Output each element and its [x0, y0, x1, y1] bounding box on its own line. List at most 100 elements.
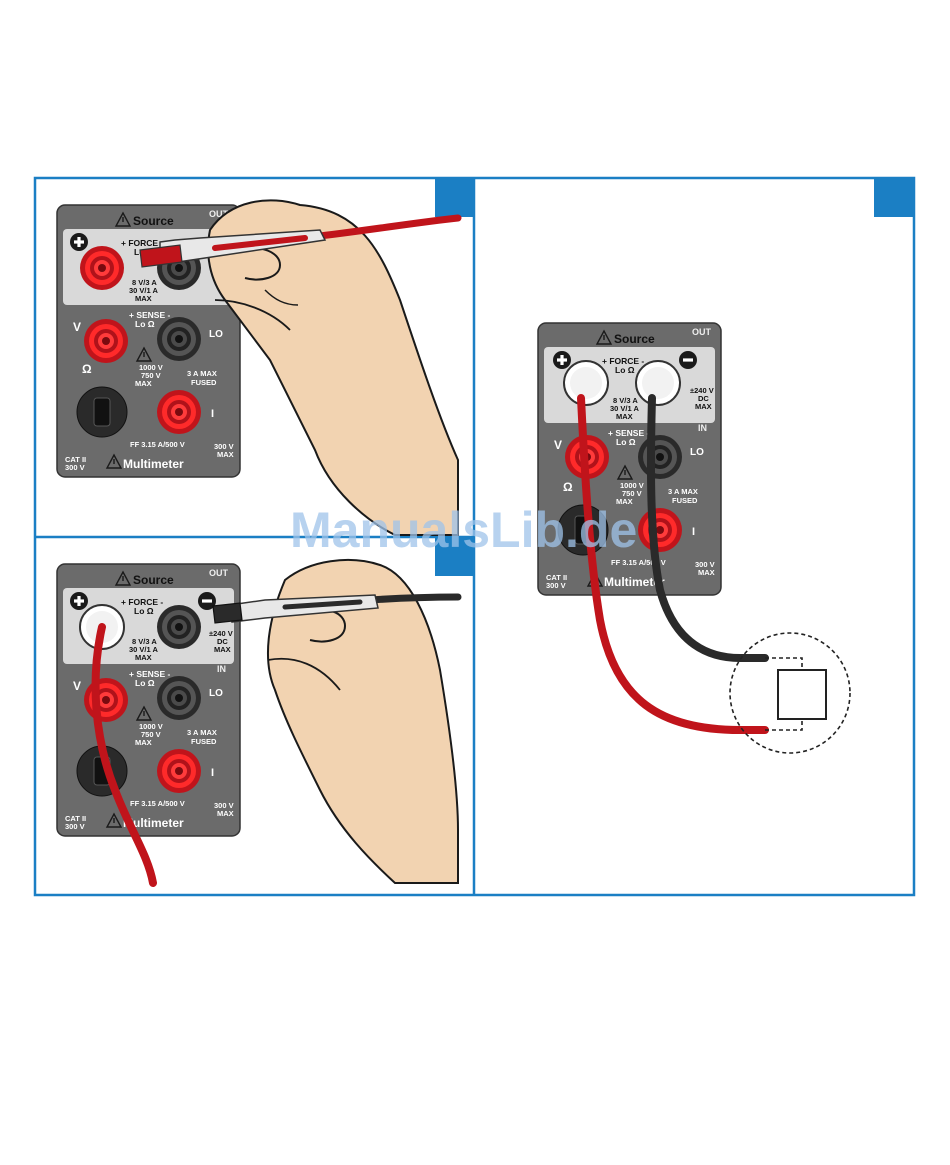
amp-rating-1: 3 A MAX [187, 728, 217, 737]
sense-rating-1: 1000 V [139, 363, 163, 372]
i-label: I [211, 767, 214, 779]
figure-frame [33, 176, 916, 897]
plus-icon [553, 351, 571, 369]
max-label-1: 300 V [214, 801, 234, 810]
force-rating-1: 8 V/3 A [613, 396, 638, 405]
sense-rating-1: 1000 V [620, 481, 644, 490]
fuse-label: FF 3.15 A/500 V [130, 799, 185, 808]
amp-rating-2: FUSED [191, 378, 217, 387]
amp-rating-2: FUSED [672, 496, 698, 505]
red-lead-2 [91, 623, 157, 887]
cat-label-2: 300 V [65, 822, 85, 831]
force-rating-1: 8 V/3 A [132, 278, 157, 287]
sense-rating-3: MAX [135, 379, 152, 388]
sense-label: + SENSE - [129, 669, 171, 679]
red-probe-1 [139, 214, 462, 268]
force-plus-jack [80, 246, 124, 290]
force-rating-1: 8 V/3 A [132, 637, 157, 646]
out-label: OUT [692, 327, 712, 337]
sense-label: + SENSE - [608, 428, 650, 438]
force-plus-jack [563, 360, 609, 406]
step-tab-1 [435, 178, 474, 217]
sense-lo-ohm-label: Lo Ω [135, 319, 155, 329]
multimeter-front-1: Source OUT + FORCE - Lo Ω 8 V/3 A 30 V/1… [56, 204, 241, 478]
sense-plus-jack [84, 319, 128, 363]
in-label: IN [217, 664, 226, 674]
panel-step-3: Source OUT + FORCE - Lo Ω 8 V/3 A 30 V/1… [537, 322, 851, 754]
max-label-2: MAX [217, 809, 234, 818]
sense-lo-ohm-label: Lo Ω [135, 678, 155, 688]
max-label-2: MAX [698, 568, 715, 577]
minus-icon [679, 351, 697, 369]
ohm-label: Ω [82, 362, 92, 376]
dut-box [777, 669, 827, 720]
lo-ohm-label: Lo Ω [134, 606, 154, 616]
ohm-label: Ω [563, 480, 573, 494]
panel-step-2: Source OUT + FORCE - Lo Ω 8 V/3 A 30 V/1… [56, 559, 462, 887]
lo-label: LO [690, 447, 704, 458]
fuse-holder [76, 386, 128, 438]
in-label: IN [698, 423, 707, 433]
sense-label: + SENSE - [129, 310, 171, 320]
fuse-label: FF 3.15 A/500 V [130, 440, 185, 449]
watermark: ManualsLib.de [290, 502, 637, 558]
fuse-label: FF 3.15 A/500 V [611, 558, 666, 567]
plus-icon [70, 592, 88, 610]
sense-rating-2: 750 V [141, 371, 161, 380]
source-label: Source [133, 214, 174, 228]
dc-limit-1: ±240 V [690, 386, 714, 395]
current-jack [157, 749, 201, 793]
black-probe-2 [212, 593, 462, 624]
dc-limit-2: DC [698, 394, 709, 403]
out-label: OUT [209, 209, 229, 219]
force-rating-2: 30 V/1 A [610, 404, 639, 413]
amp-rating-1: 3 A MAX [187, 369, 217, 378]
brand-label: Multimeter [123, 816, 184, 830]
amp-rating-1: 3 A MAX [668, 487, 698, 496]
max-label-2: MAX [217, 450, 234, 459]
i-label: I [211, 408, 214, 420]
force-rating-3: MAX [135, 653, 152, 662]
current-jack [638, 508, 682, 552]
dc-limit-3: MAX [214, 645, 231, 654]
v-label: V [73, 679, 81, 693]
force-rating-2: 30 V/1 A [129, 286, 158, 295]
plus-icon [70, 233, 88, 251]
lo-label: LO [209, 329, 223, 340]
lo-ohm-label: Lo Ω [615, 365, 635, 375]
max-label-1: 300 V [695, 560, 715, 569]
cat-label-1: CAT II [65, 455, 86, 464]
force-minus-jack [157, 605, 201, 649]
dc-limit-1: ±240 V [209, 629, 233, 638]
sense-rating-2: 750 V [141, 730, 161, 739]
multimeter-front-2: Source OUT + FORCE - Lo Ω 8 V/3 A 30 V/1… [56, 563, 241, 837]
step-tab-2 [435, 537, 474, 576]
i-label: I [692, 526, 695, 538]
v-label: V [73, 320, 81, 334]
sense-rating-1: 1000 V [139, 722, 163, 731]
current-jack [157, 390, 201, 434]
source-label: Source [133, 573, 174, 587]
sense-minus-jack [157, 676, 201, 720]
dc-limit-2: DC [217, 637, 228, 646]
dc-limit-3: MAX [695, 402, 712, 411]
lo-label: LO [209, 688, 223, 699]
black-lead-3 [646, 394, 769, 662]
force-label: + FORCE - [121, 238, 163, 248]
sense-rating-3: MAX [135, 738, 152, 747]
force-label: + FORCE - [602, 356, 644, 366]
v-label: V [554, 438, 562, 452]
max-label-1: 300 V [214, 442, 234, 451]
device-under-test [729, 632, 851, 754]
sense-plus-jack [84, 678, 128, 722]
amp-rating-2: FUSED [191, 737, 217, 746]
cat-label-1: CAT II [546, 573, 567, 582]
sense-rating-3: MAX [616, 497, 633, 506]
sense-lo-ohm-label: Lo Ω [616, 437, 636, 447]
out-label: OUT [209, 568, 229, 578]
sense-minus-jack [638, 435, 682, 479]
cat-label-2: 300 V [546, 581, 566, 590]
source-label: Source [614, 332, 655, 346]
cat-label-2: 300 V [65, 463, 85, 472]
